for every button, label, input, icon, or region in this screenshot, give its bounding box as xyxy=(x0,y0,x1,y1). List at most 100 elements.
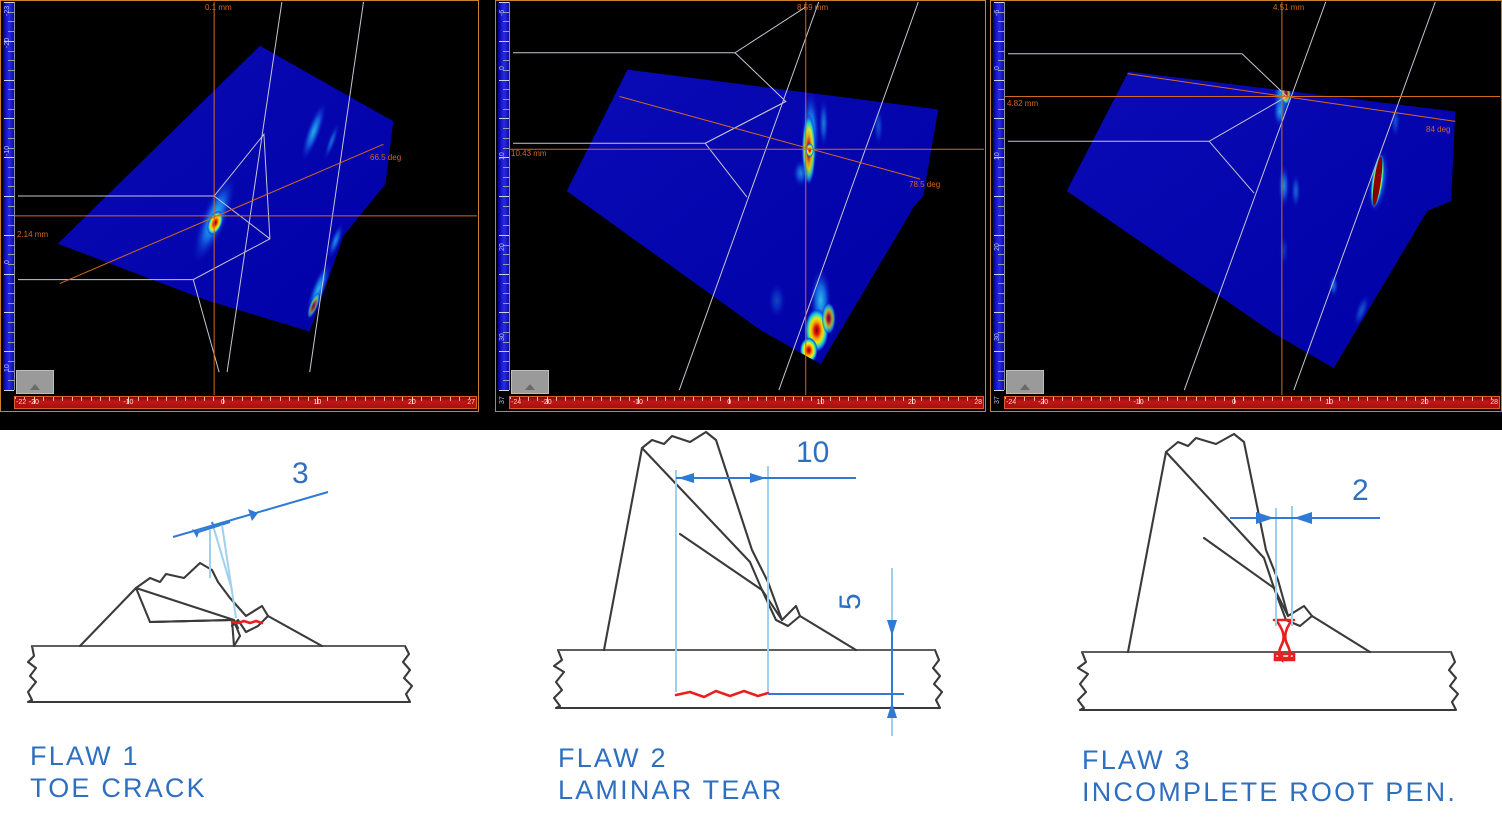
y-tick xyxy=(998,341,1004,343)
y-tick xyxy=(503,89,509,91)
x-tick xyxy=(1319,397,1321,401)
x-axis-tick-label: 10 xyxy=(313,399,322,406)
x-tick xyxy=(71,397,73,401)
x-tick xyxy=(1071,397,1073,401)
y-tick xyxy=(998,360,1004,362)
x-tick xyxy=(1272,397,1274,401)
y-tick xyxy=(998,302,1004,304)
flaw-1-title: FLAW 1 xyxy=(30,741,140,771)
y-tick xyxy=(503,293,509,294)
y-axis-tick-label: -20 xyxy=(4,38,11,49)
x-tick xyxy=(665,397,667,401)
y-tick xyxy=(4,234,14,236)
y-tick xyxy=(998,176,1004,178)
y-tick xyxy=(998,137,1004,139)
y-tick xyxy=(4,2,14,3)
y-tick xyxy=(8,341,14,343)
flaw-2-sketch: 10 5 FLAW 2 LAMINAR TEAR xyxy=(500,430,1020,824)
x-tick xyxy=(213,397,215,401)
x-tick xyxy=(421,397,423,401)
y-tick xyxy=(503,244,509,246)
x-tick xyxy=(1300,397,1302,401)
x-tick xyxy=(1329,397,1331,404)
y-tick xyxy=(8,283,14,285)
scan-image-area-1[interactable] xyxy=(15,2,477,395)
x-tick xyxy=(1357,397,1359,401)
x-tick xyxy=(392,397,394,401)
x-tick xyxy=(583,397,585,401)
y-tick xyxy=(8,176,14,178)
scan-corner-resize-widget-2[interactable] xyxy=(511,370,549,394)
flaw-3-subtitle: INCOMPLETE ROOT PEN. xyxy=(1082,777,1458,807)
y-tick xyxy=(8,380,14,382)
x-tick xyxy=(820,397,822,404)
x-tick xyxy=(402,397,404,401)
x-tick xyxy=(1062,397,1064,401)
y-tick xyxy=(998,331,1004,333)
x-tick xyxy=(1052,397,1054,401)
y-tick xyxy=(4,157,14,159)
y-tick xyxy=(503,69,509,71)
x-tick xyxy=(137,397,139,401)
x-tick xyxy=(720,397,722,401)
scan-image-area-3[interactable] xyxy=(1005,2,1500,395)
x-axis-tick-label: 28 xyxy=(1489,399,1499,407)
x-tick xyxy=(710,397,712,401)
x-tick xyxy=(1167,397,1169,401)
y-tick xyxy=(994,157,1004,159)
y-tick xyxy=(998,254,1004,256)
x-axis-tick-label: 20 xyxy=(908,399,916,406)
y-tick xyxy=(8,50,14,52)
y-tick xyxy=(503,128,509,130)
cursor-position-label-3: 4.82 mm xyxy=(1007,99,1039,108)
y-tick xyxy=(998,108,1004,110)
x-tick xyxy=(326,397,328,401)
x-tick xyxy=(345,397,347,401)
flaw-2-dimension-depth: 5 xyxy=(834,593,867,610)
scan-corner-resize-widget-3[interactable] xyxy=(1006,370,1044,394)
y-tick xyxy=(8,225,14,227)
y-axis-tick-label: 20 xyxy=(994,242,1001,251)
x-tick xyxy=(100,397,102,401)
x-tick xyxy=(194,397,196,401)
y-tick xyxy=(8,205,14,207)
y-tick xyxy=(8,147,14,149)
y-tick xyxy=(998,69,1004,71)
scan-image-area-2[interactable] xyxy=(510,2,984,395)
y-tick xyxy=(8,31,14,33)
y-tick xyxy=(503,11,509,13)
x-tick xyxy=(374,397,376,401)
y-tick xyxy=(998,128,1004,130)
cursor-position-label-1: 2.14 mm xyxy=(17,230,49,239)
y-tick xyxy=(503,322,509,324)
y-tick xyxy=(503,176,509,178)
x-axis-tick-label: 0 xyxy=(1231,399,1236,406)
y-tick xyxy=(8,322,14,324)
y-tick xyxy=(503,21,509,23)
x-tick xyxy=(449,397,451,401)
weld-flaw-sketch-row: 3 FLAW 1 TOE CRACK 10 xyxy=(0,430,1502,824)
y-tick xyxy=(8,99,14,100)
x-tick xyxy=(1386,397,1388,401)
x-axis-tick-label: 28 xyxy=(973,399,983,407)
flaw-3-sketch: 2 FLAW 3 INCOMPLETE ROOT PEN. xyxy=(1020,430,1502,824)
flaw-2-dimension-length: 10 xyxy=(796,436,829,469)
y-tick xyxy=(4,273,14,275)
y-tick xyxy=(998,225,1004,227)
y-tick xyxy=(994,2,1004,3)
x-tick xyxy=(1481,397,1483,401)
y-tick xyxy=(994,196,1004,197)
y-axis-tick-label: -23 xyxy=(4,5,11,16)
y-tick xyxy=(998,205,1004,207)
cursor-angle-label-2: 78.5 deg xyxy=(909,180,941,189)
scan-corner-resize-widget-1[interactable] xyxy=(16,370,54,394)
